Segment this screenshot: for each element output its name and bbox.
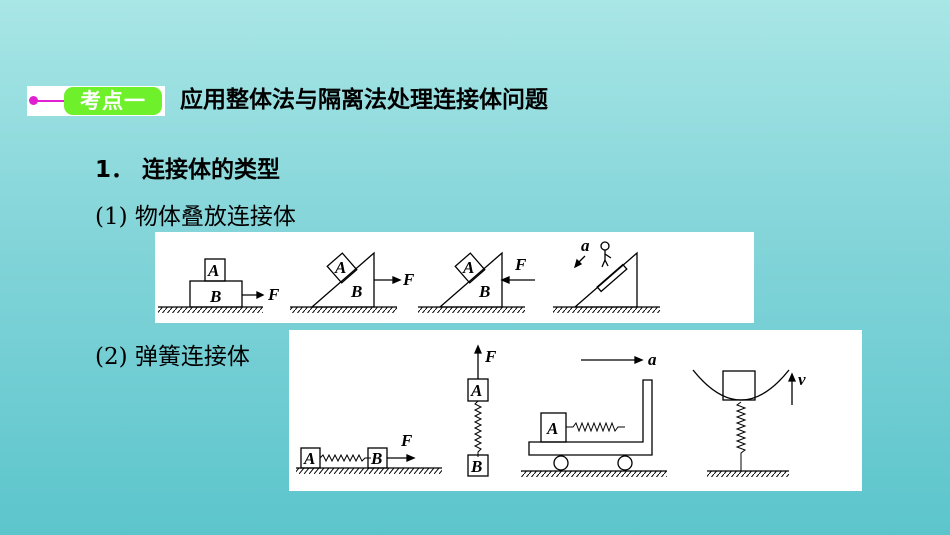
figure-shape — [406, 454, 416, 462]
figure-label: F — [402, 270, 415, 289]
subheading-stacked: (1) 物体叠放连接体 — [95, 204, 296, 230]
figure-stacked-bodies: A B F A B F A B F a — [155, 232, 754, 323]
figure-shape — [600, 241, 610, 251]
topic-badge: 考点一 — [64, 87, 162, 115]
figure-shape — [788, 372, 796, 382]
figure-label: F — [484, 347, 497, 366]
figure-shape — [204, 258, 226, 282]
scene-wedge-pulled: A B F — [290, 251, 415, 313]
figure-label: a — [581, 236, 590, 255]
figure-shape — [634, 356, 644, 364]
bullet-dot-icon — [29, 96, 38, 105]
scene-person-on-incline: a — [553, 236, 660, 313]
section-header-marker: 考点一 — [27, 86, 165, 116]
figure-label: B — [350, 282, 362, 301]
figure-shape — [473, 400, 483, 457]
figure-label: A — [546, 419, 558, 438]
figure-spring-bodies: A B F A B F a A v — [289, 330, 862, 491]
scene-wedge-pushed: A B F — [418, 251, 535, 313]
figure-shape — [474, 344, 482, 354]
figure-label: B — [470, 457, 482, 476]
figure-label: A — [207, 261, 219, 280]
figure-label: A — [470, 381, 482, 400]
figure-label: B — [478, 282, 490, 301]
figure-label: v — [798, 370, 806, 389]
figure-label: A — [303, 449, 315, 468]
figure-shape — [296, 468, 442, 474]
page-title: 应用整体法与隔离法处理连接体问题 — [180, 87, 548, 113]
figure-shape — [617, 455, 633, 471]
figure-label: F — [514, 255, 527, 274]
figure-shape — [601, 250, 612, 268]
figure-shape — [454, 252, 486, 284]
figure-label: A — [462, 258, 474, 277]
figure-label: F — [400, 431, 413, 450]
figure-shape — [553, 307, 660, 313]
scene-stacked-blocks: A B F — [158, 258, 280, 313]
scene-vertical-spring: A B F — [467, 344, 497, 477]
scene-cart-spring: a A — [521, 350, 667, 477]
scene-bowl-spring: v — [692, 369, 806, 477]
figure-shape — [256, 290, 265, 300]
figure-shape — [418, 307, 525, 313]
figure-shape — [319, 453, 371, 463]
figure-shape — [392, 276, 402, 284]
figure-shape — [722, 370, 756, 401]
figure-shape — [596, 263, 628, 293]
bullet-line — [35, 100, 65, 102]
figure-shape — [707, 471, 789, 477]
figure-label: B — [209, 287, 221, 306]
figure-shape — [553, 455, 569, 471]
figure-shape — [500, 276, 510, 284]
scene-horizontal-spring: A B F — [296, 431, 442, 474]
figure-shape — [290, 307, 397, 313]
figure-shape — [566, 421, 625, 433]
figure-label: a — [648, 350, 657, 369]
figure-shape — [326, 252, 358, 284]
figure-shape — [528, 379, 653, 456]
figure-shape — [692, 369, 790, 401]
subheading-spring: (2) 弹簧连接体 — [95, 344, 250, 370]
figure-label: B — [370, 449, 382, 468]
figure-label: A — [334, 258, 346, 277]
figure-shape — [735, 401, 747, 471]
section-heading: 1． 连接体的类型 — [95, 157, 281, 183]
figure-shape — [300, 447, 321, 469]
figure-shape — [158, 307, 263, 313]
figure-shape — [521, 471, 667, 477]
figure-shape — [573, 258, 583, 269]
figure-label: F — [267, 285, 280, 304]
